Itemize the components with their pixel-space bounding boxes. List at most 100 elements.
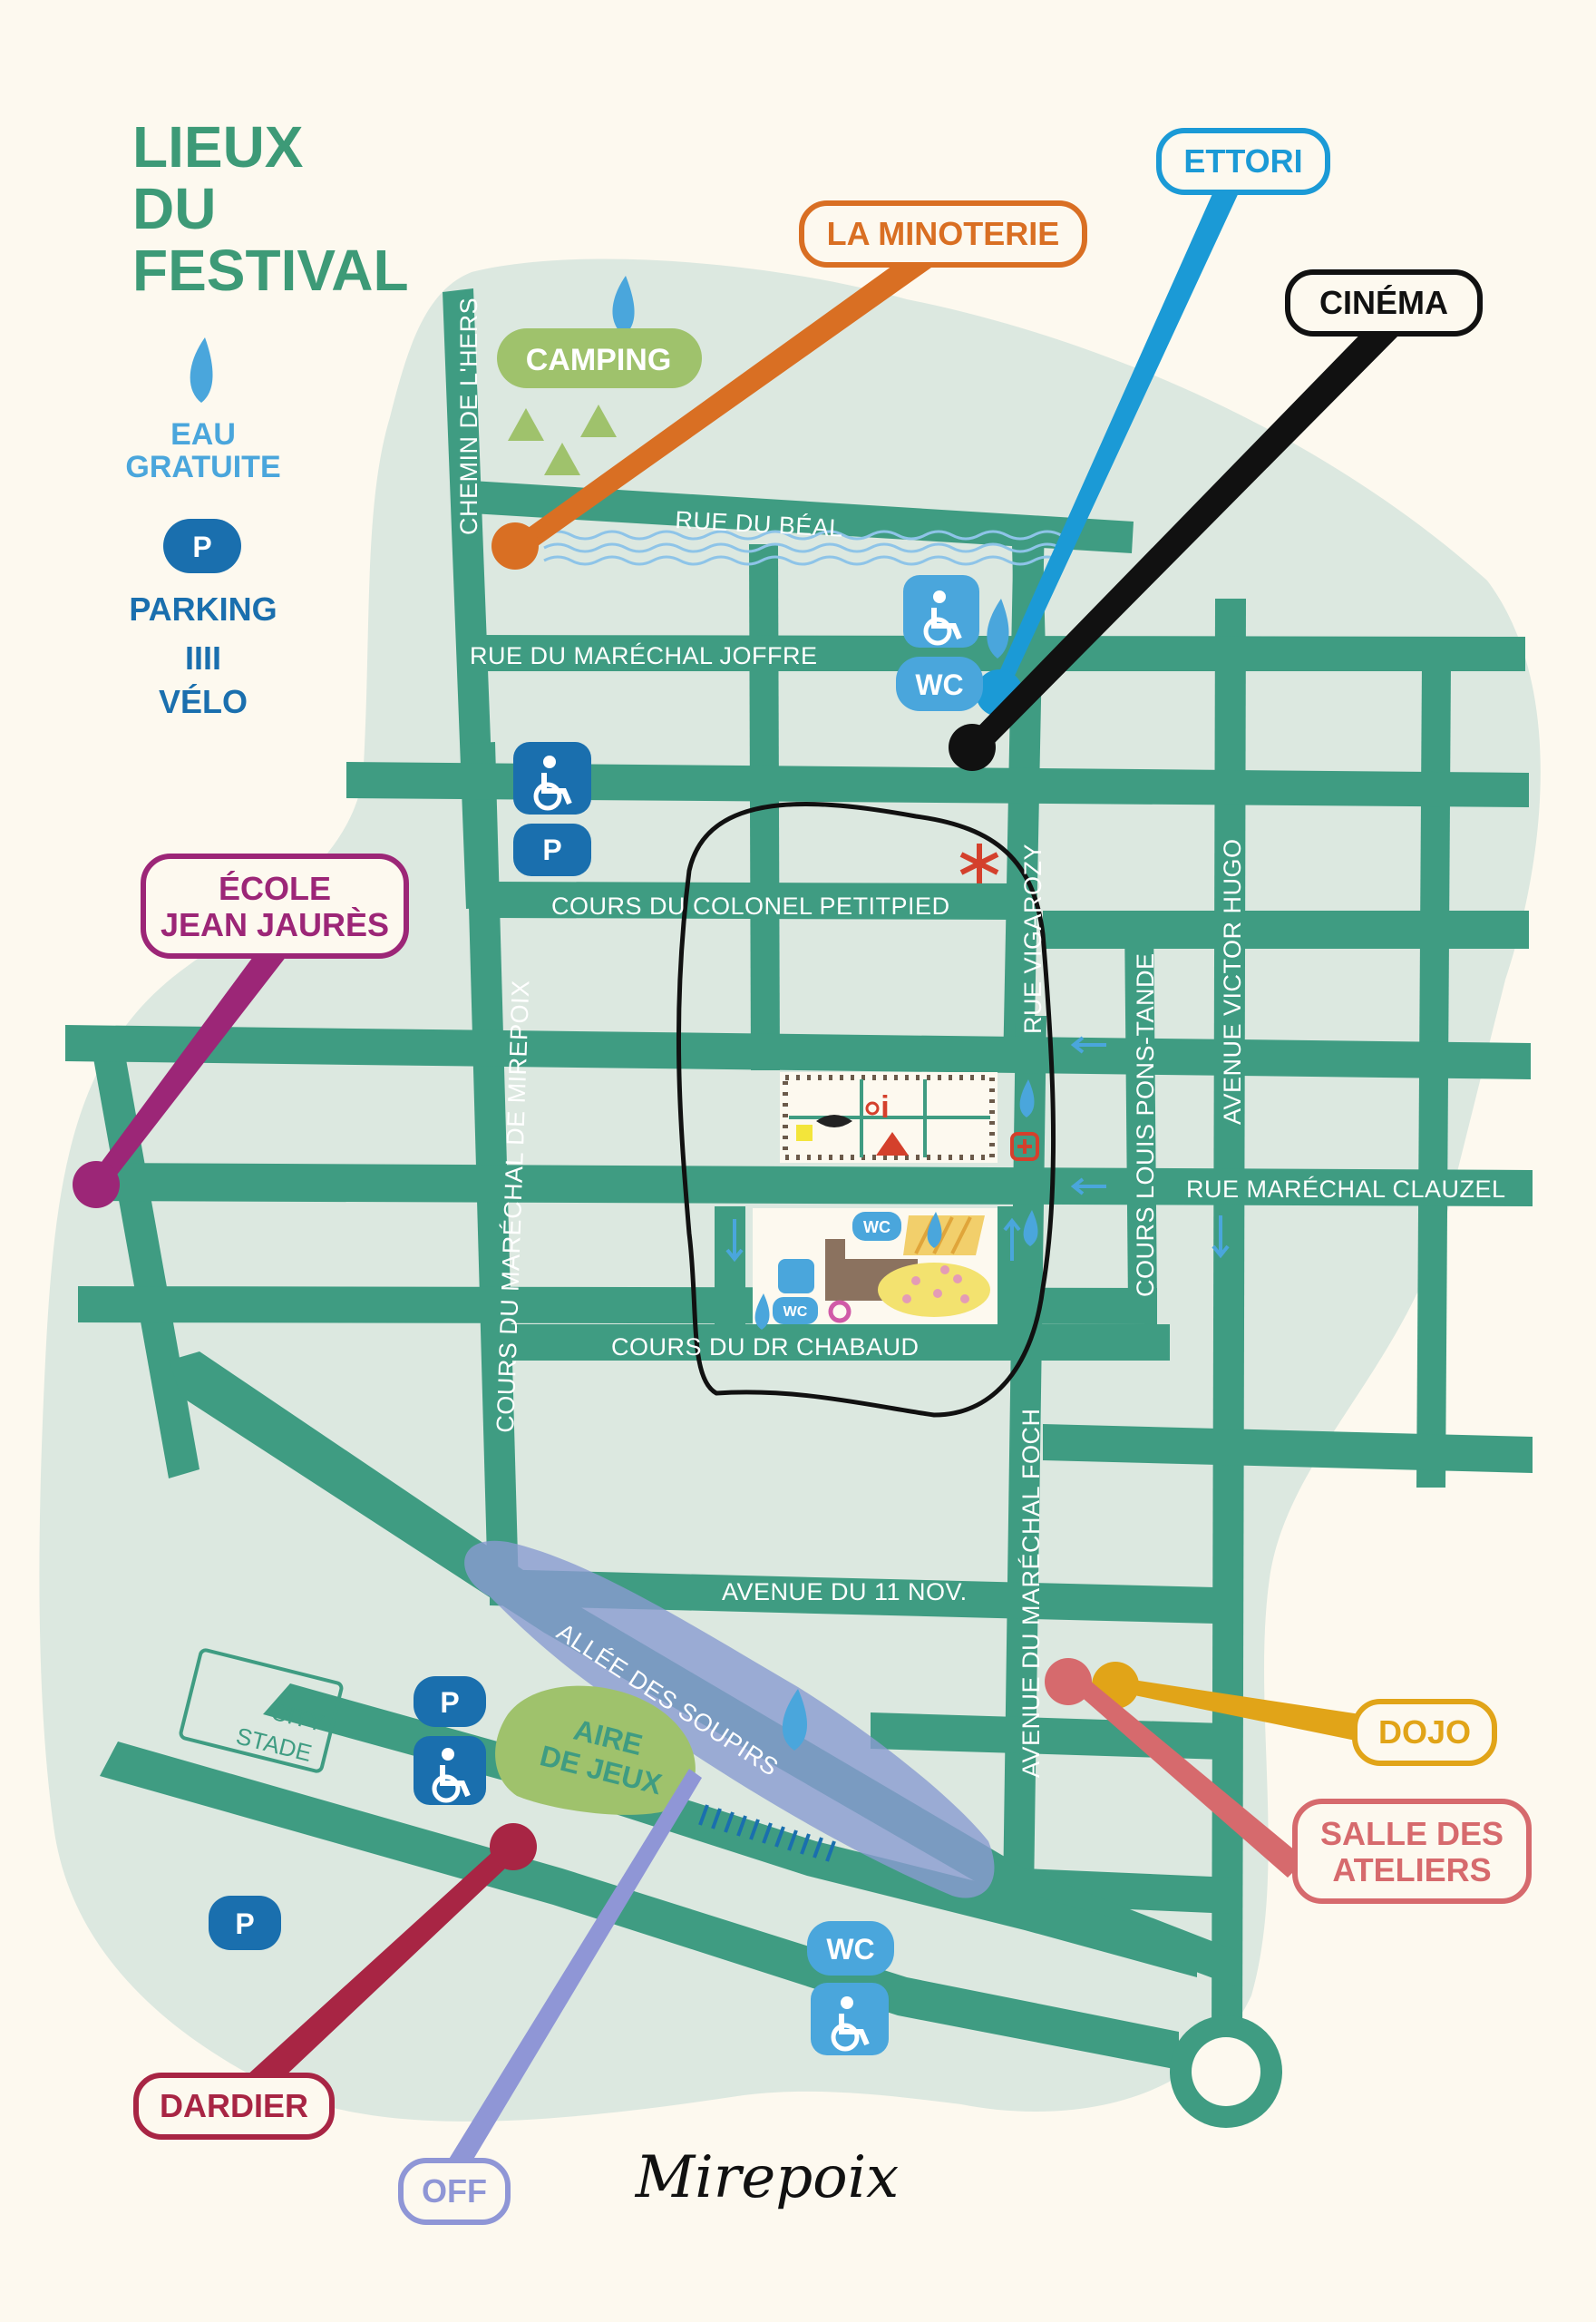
arrow-left-icon [1070, 1036, 1106, 1054]
road-diagonal-south [100, 1742, 1179, 2070]
pointer-ettori [994, 180, 1241, 689]
info-icon: i [881, 1090, 889, 1125]
wc-icon-bg [807, 1921, 894, 1976]
pointer-dojo [1121, 1678, 1360, 1742]
tent-icon [544, 443, 580, 475]
pointer-off [448, 1769, 702, 2171]
water-drop-icon [612, 276, 635, 336]
parking-icon: P [235, 1907, 254, 1940]
ring-marker [828, 1300, 852, 1323]
venue-cinema-box[interactable] [1285, 269, 1483, 337]
accessibility-icon [903, 575, 979, 648]
venue-off-label: OFF [422, 2172, 487, 2210]
venue-minoterie-box[interactable] [799, 200, 1087, 268]
venue-ettori-box[interactable] [1156, 128, 1330, 195]
historic-centre-outline [676, 801, 1056, 1418]
road-h-1010 [1043, 911, 1529, 949]
tent-icon [508, 408, 544, 441]
venue-ettori-label: ETTORI [1183, 142, 1302, 180]
tent-icon [580, 405, 617, 437]
parking-icon: P [542, 834, 561, 866]
parking-icon-bg [209, 1896, 281, 1950]
marker-cinema [949, 724, 996, 771]
venue-off-box[interactable] [398, 2158, 511, 2225]
eye-icon [816, 1115, 852, 1127]
accessibility-icon [811, 1983, 889, 2055]
accessibility-icon [513, 742, 591, 815]
roundabout [1170, 2015, 1282, 2128]
pointer-dardier [245, 1841, 521, 2095]
wc-icon-bg [852, 1212, 901, 1241]
water-drop-icon [754, 1293, 770, 1330]
arrow-left-icon [1070, 1177, 1106, 1195]
label-cours-pons-tande: COURS LOUIS PONS-TANDE [1132, 952, 1159, 1297]
legend: LIEUX DU FESTIVAL EAU GRATUITE P PARKING… [125, 114, 408, 720]
road-cours-petitpied [495, 882, 1016, 920]
road-rue-beal [472, 481, 1134, 553]
venue-dardier-label: DARDIER [160, 2087, 308, 2124]
road-h-1130 [65, 1025, 1531, 1079]
pointer-minoterie [508, 245, 938, 557]
road-avenue-hugo [1212, 599, 1246, 2050]
road-h-1570 [1043, 1424, 1533, 1473]
camping-label: CAMPING [526, 343, 672, 377]
label-rue-joffre: RUE DU MARÉCHAL JOFFRE [470, 642, 818, 669]
legend-title-line3: FESTIVAL [132, 238, 409, 303]
label-chemin-hers: CHEMIN DE L'HERS [455, 298, 482, 535]
water-drop-icon [190, 337, 213, 403]
venue-dardier-box[interactable] [133, 2073, 335, 2140]
arrow-up-icon [1003, 1217, 1021, 1261]
marker-dardier [490, 1823, 537, 1870]
marker-ecole [73, 1161, 120, 1208]
dotted-zone [878, 1263, 990, 1317]
legend-bike-label: VÉLO [159, 683, 248, 720]
river [543, 530, 1062, 541]
venue-dojo-label: DOJO [1378, 1713, 1471, 1751]
label-cours-petitpied: COURS DU COLONEL PETITPIED [551, 893, 950, 920]
pointer-ecole [89, 943, 287, 1190]
legend-title-line1: LIEUX [132, 114, 304, 180]
water-drop-icon [987, 599, 1009, 659]
legend-parking-icon: P [192, 531, 211, 563]
venue-ateliers-line2: ATELIERS [1332, 1851, 1491, 1888]
venue-cinema-label: CINÉMA [1319, 284, 1448, 321]
label-rue-vigarozy: RUE VIGAROZY [1019, 844, 1046, 1034]
legend-bike-icon: IIII [185, 639, 221, 677]
label-avenue-hugo: AVENUE VICTOR HUGO [1219, 838, 1246, 1125]
wc-icon: WC [783, 1304, 808, 1320]
venue-labels: ETTORI LA MINOTERIE CINÉMA ÉCOLE JEAN JA… [133, 128, 1532, 2225]
pointer-ateliers [1070, 1676, 1306, 1878]
venue-ecole-line2: JEAN JAURÈS [161, 906, 389, 943]
city-stade-field [179, 1648, 344, 1773]
venue-ecole-box[interactable] [141, 854, 409, 959]
accessibility-icon [414, 1736, 486, 1805]
legend-water-line2: GRATUITE [125, 450, 280, 484]
label-avenue-foch: AVENUE DU MARÉCHAL FOCH [1017, 1408, 1045, 1778]
venue-dojo-box[interactable] [1352, 1699, 1497, 1766]
pointer-cinema [965, 316, 1406, 753]
venue-ateliers-box[interactable] [1292, 1799, 1532, 1904]
venue-pointers [73, 180, 1406, 2171]
parking-icon-bg [513, 824, 591, 876]
parking-icon-bg [414, 1676, 486, 1727]
wc-icon-bg [773, 1297, 818, 1324]
accessibility-icon [778, 1259, 814, 1293]
road-h-840 [346, 762, 1529, 807]
wc-icon: WC [826, 1933, 874, 1966]
tent-marker [876, 1132, 909, 1156]
road-avenue-11nov [490, 1569, 1215, 1624]
aire-de-jeux-zone [495, 1685, 696, 1815]
water-drop-icon [927, 1212, 942, 1248]
town-signature: Mirepoix [635, 2144, 900, 2211]
first-aid-icon [1010, 1132, 1039, 1161]
road-inner-west [715, 1206, 745, 1324]
marker-ateliers [1045, 1658, 1092, 1705]
asterisk-icon [959, 844, 999, 883]
label-rue-clauzel: RUE MARÉCHAL CLAUZEL [1186, 1176, 1506, 1203]
marker-minoterie [491, 522, 539, 570]
label-cours-chabaud: COURS DU DR CHABAUD [611, 1333, 920, 1361]
water-drop-icon [782, 1689, 807, 1751]
legend-water-line1: EAU [170, 417, 236, 452]
allee-des-soupirs [464, 1540, 995, 1898]
wc-icon-bg [896, 657, 983, 711]
